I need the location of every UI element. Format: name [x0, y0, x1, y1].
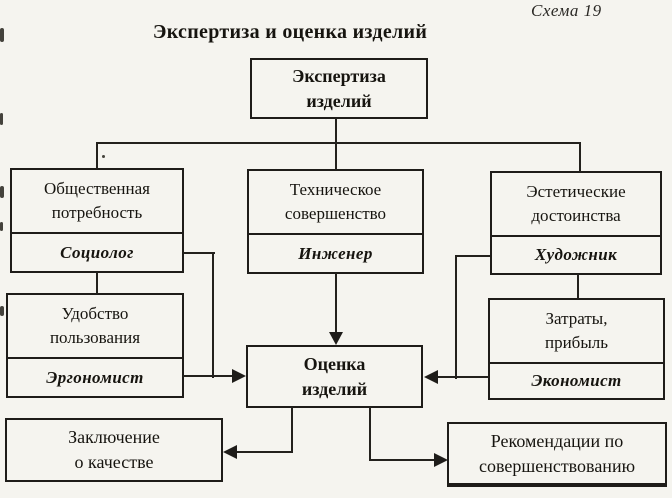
factor-line: пользования [49, 328, 141, 347]
connector-rail-to-aesthetic [579, 142, 581, 172]
factor-label: Эстетические достоинства [492, 173, 660, 235]
factor-line: Общественная [44, 179, 150, 198]
box-text-line: Рекомендации по [490, 430, 624, 451]
factor-line: Удобство [61, 304, 129, 323]
arrowhead-into-recommendations [434, 453, 448, 467]
connector-artist-out [455, 255, 490, 257]
factor-line: достоинства [531, 206, 621, 225]
box-quality-conclusion: Заключение о качестве [5, 418, 223, 482]
factor-line: прибыль [544, 333, 608, 352]
box-product-expertise: Экспертиза изделий [250, 58, 428, 119]
box-text-line: изделий [301, 378, 368, 399]
factor-label: Затраты, прибыль [490, 300, 663, 362]
box-product-evaluation: Оценка изделий [246, 345, 423, 408]
factor-label: Удобство пользования [8, 295, 182, 357]
connector-evaluation-down-right [369, 407, 371, 461]
box-text-line: о качестве [74, 452, 154, 472]
connector-social-to-usability [96, 272, 98, 294]
box-text-line: Оценка [303, 353, 366, 374]
connector-aesthetic-to-economy [577, 274, 579, 299]
scan-artifact [102, 155, 105, 158]
expert-label: Художник [492, 235, 660, 273]
box-costs-profit: Затраты, прибыль Экономист [488, 298, 665, 400]
box-text-line: совершенствованию [478, 455, 636, 476]
box-improvement-recommendations: Рекомендации по совершенствованию [447, 422, 667, 487]
expert-label: Инженер [249, 233, 422, 272]
arrowhead-into-evaluation-left [232, 369, 246, 383]
connector-to-recommendations [370, 459, 435, 461]
box-text-line: изделий [306, 90, 372, 111]
arrowhead-into-conclusion [223, 445, 237, 459]
factor-line: потребность [51, 203, 143, 222]
connector-evaluation-down-left [291, 407, 293, 453]
connector-sociologist-down [212, 252, 214, 378]
factor-line: Эстетические [526, 182, 626, 201]
factor-label: Техническое совершенство [249, 171, 422, 233]
connector-sociologist-out [183, 252, 215, 254]
scan-artifact [0, 222, 3, 231]
box-text-line: Заключение [68, 427, 160, 447]
scheme-number-label: Схема 19 [531, 1, 602, 20]
factor-label: Общественная потребность [12, 170, 182, 232]
connector-ergonomist-to-evaluation [183, 375, 233, 377]
factor-line: Техническое [289, 180, 382, 199]
box-social-need: Общественная потребность Социолог [10, 168, 184, 273]
connector-expertise-down [335, 118, 337, 170]
expert-label: Социолог [12, 232, 182, 271]
connector-economist-to-evaluation [437, 376, 489, 378]
box-aesthetic-merits: Эстетические достоинства Художник [490, 171, 662, 275]
expert-label: Эргономист [8, 357, 182, 396]
box-text-line: Экспертиза [292, 65, 386, 86]
diagram-title: Экспертиза и оценка изделий [152, 21, 428, 43]
factor-line: Затраты, [545, 309, 608, 328]
scan-artifact [0, 186, 4, 198]
box-usability: Удобство пользования Эргономист [6, 293, 184, 398]
scan-artifact [0, 113, 3, 125]
connector-top-rail [96, 142, 581, 144]
arrowhead-into-evaluation-right [424, 370, 438, 384]
box-technical-perfection: Техническое совершенство Инженер [247, 169, 424, 274]
scan-artifact [0, 28, 4, 42]
connector-artist-down [455, 255, 457, 379]
factor-line: совершенство [284, 204, 387, 223]
scan-artifact [0, 306, 4, 316]
connector-rail-to-social [96, 142, 98, 169]
connector-to-conclusion [235, 451, 292, 453]
expert-label: Экономист [490, 362, 663, 398]
connector-technical-to-evaluation [335, 273, 337, 334]
arrowhead-into-evaluation-top [329, 332, 343, 345]
